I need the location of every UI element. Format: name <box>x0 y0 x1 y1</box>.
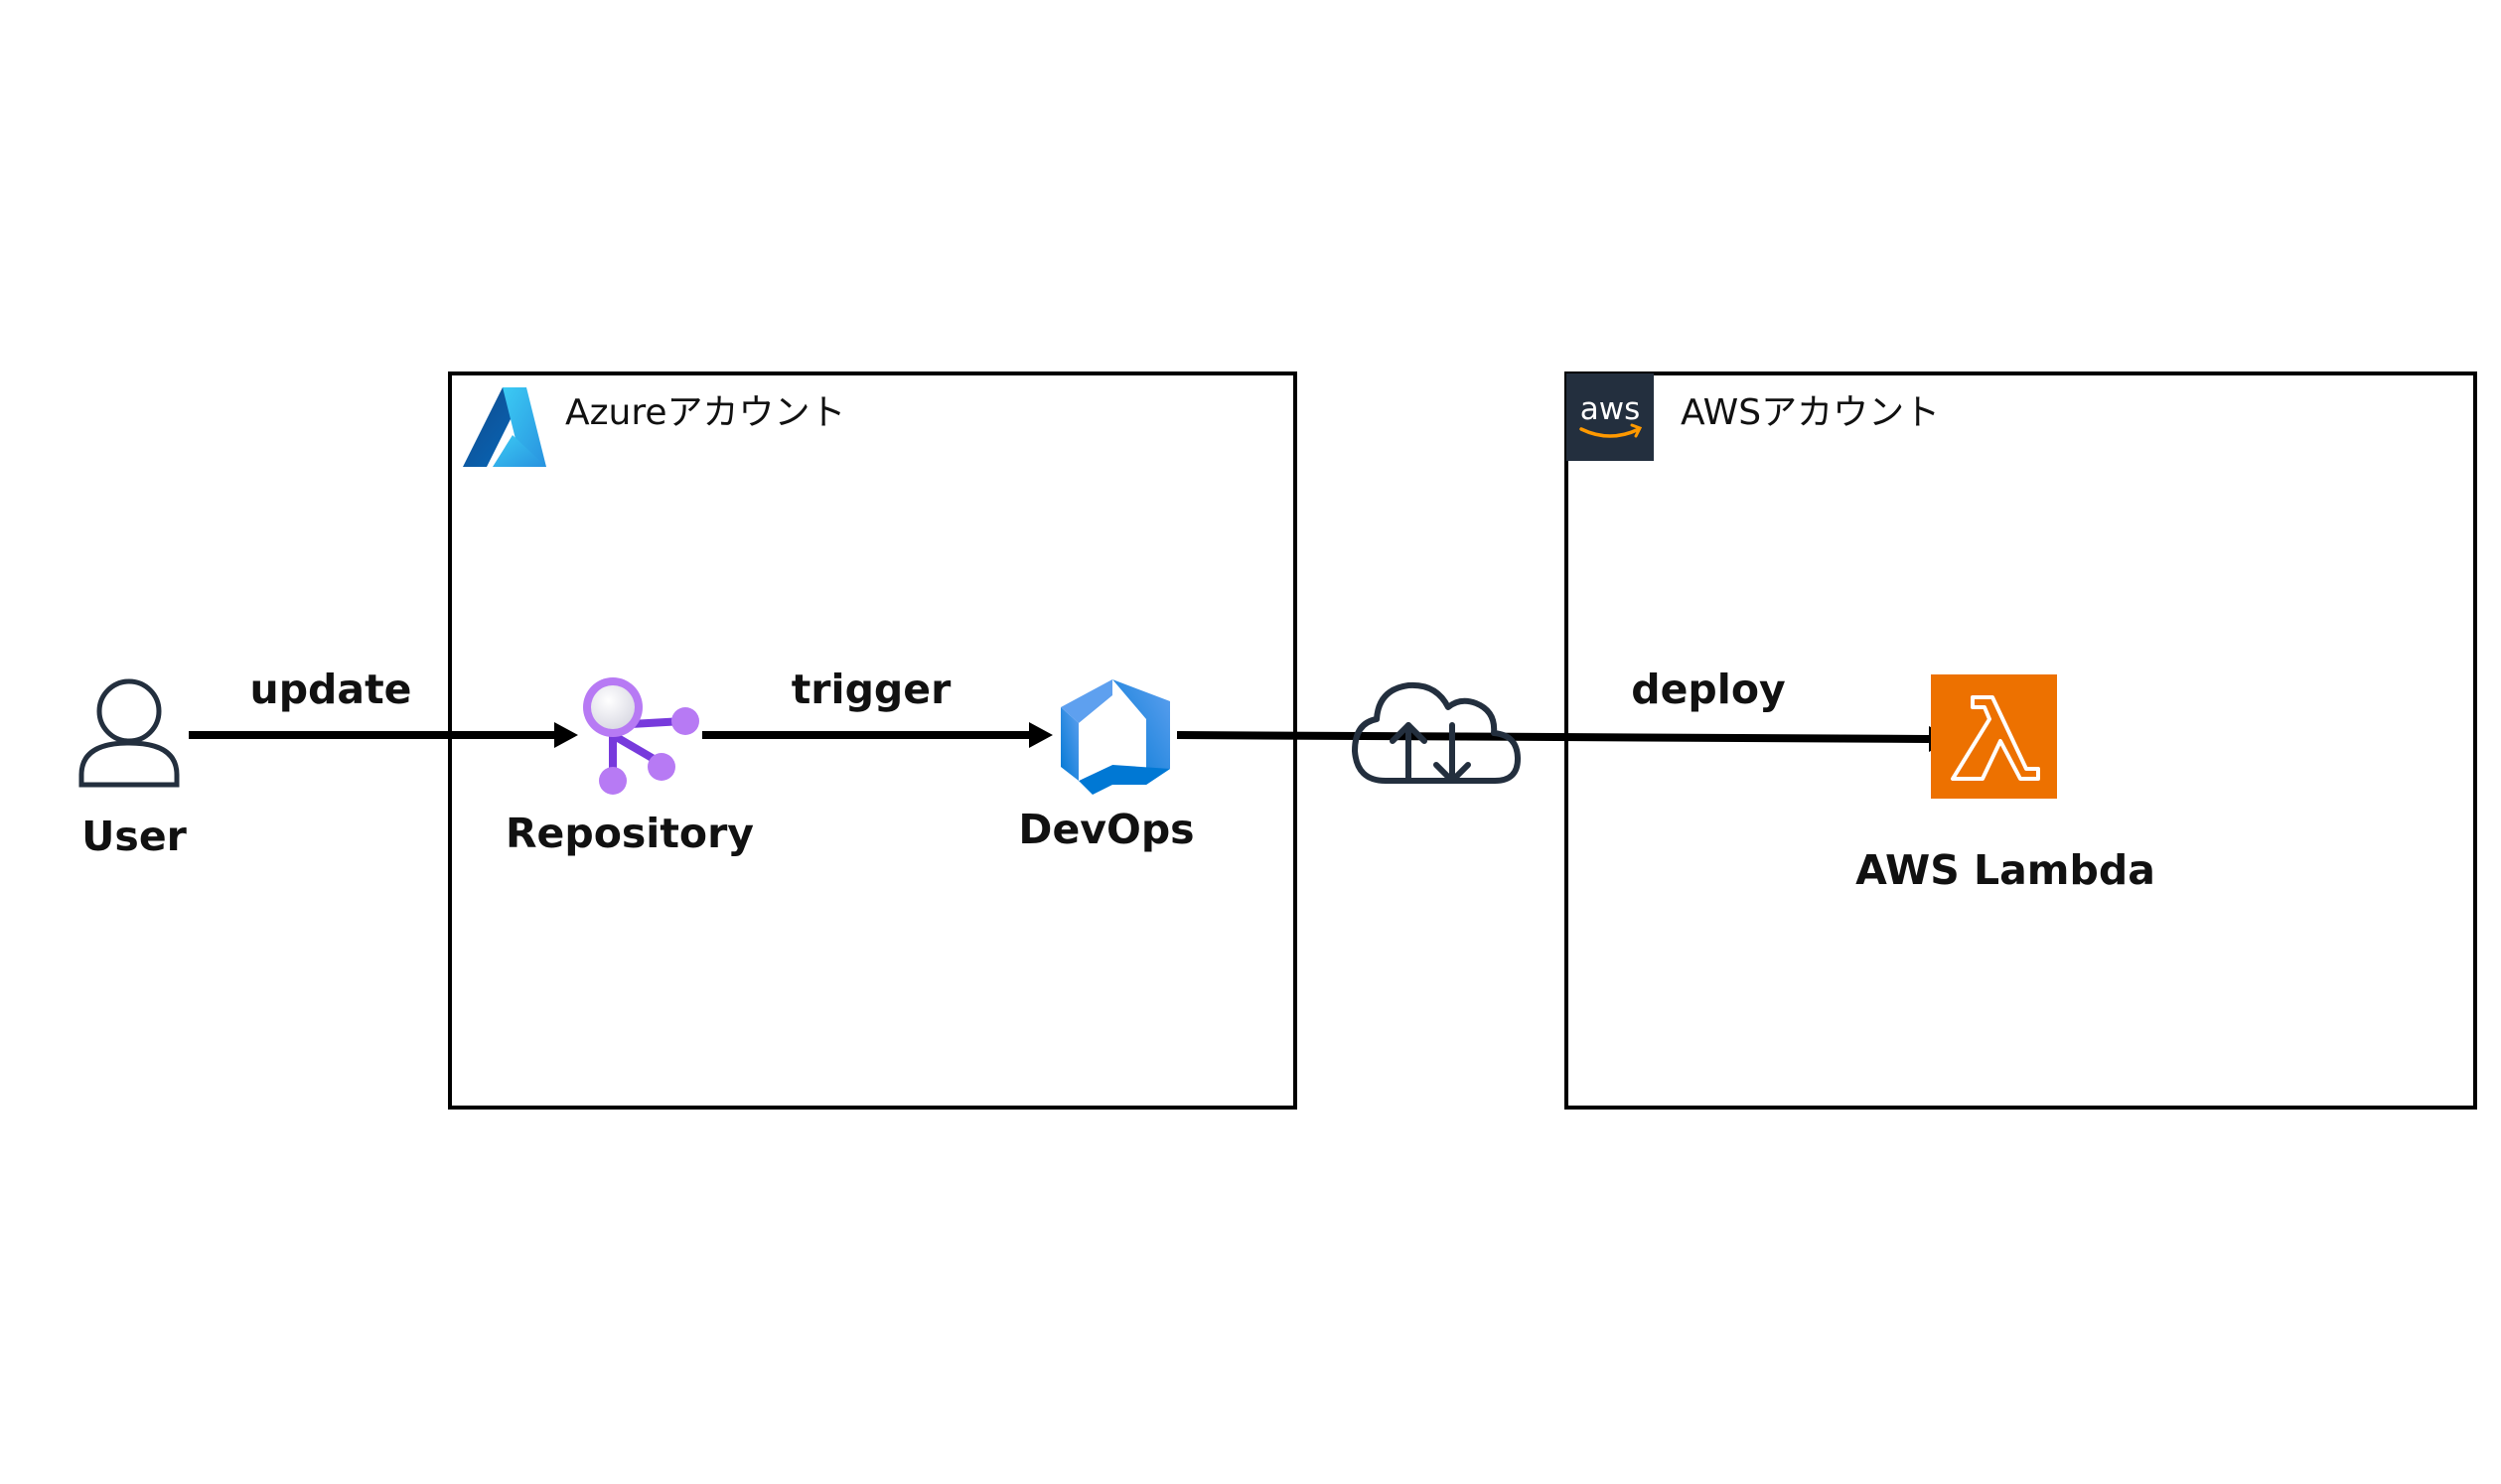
devops-icon <box>1061 679 1170 795</box>
azure-logo-icon <box>463 387 546 467</box>
azure-account-boundary <box>448 371 1297 1110</box>
cloud-transfer-icon <box>1352 681 1521 784</box>
edge-label-trigger: trigger <box>791 666 952 713</box>
user-icon <box>78 678 180 788</box>
aws-account-label: AWSアカウント <box>1681 392 1941 433</box>
user-label: User <box>81 813 187 860</box>
edge-label-update: update <box>249 666 412 713</box>
edge-trigger <box>702 722 1053 748</box>
devops-label: DevOps <box>1018 806 1195 853</box>
lambda-label: AWS Lambda <box>1855 846 2155 894</box>
edge-update <box>189 722 578 748</box>
repository-label: Repository <box>505 810 755 857</box>
edge-label-deploy: deploy <box>1631 666 1786 713</box>
repository-icon <box>583 677 699 795</box>
azure-account-label: Azureアカウント <box>565 392 846 433</box>
lambda-icon <box>1931 674 2057 799</box>
aws-logo-text: aws <box>1580 391 1641 427</box>
aws-logo-icon: aws <box>1566 373 1654 461</box>
